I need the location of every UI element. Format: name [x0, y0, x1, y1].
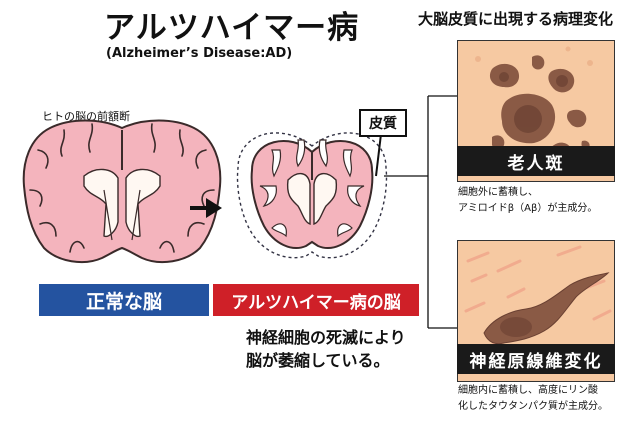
brain-section-caption: ヒトの脳の前額断 [42, 110, 130, 123]
neurofibrillary-tangles-desc-line1: 細胞内に蓄積し、高度にリン酸 [458, 385, 598, 396]
pathology-heading: 大脳皮質に出現する病理変化 [418, 10, 614, 28]
ad-description-line1: 神経細胞の死滅により [246, 328, 406, 347]
cortex-pointer [375, 133, 382, 177]
normal-brain-label: 正常な脳 [39, 284, 209, 316]
senile-plaques-label: 老人斑 [457, 146, 615, 176]
ad-description-line2: 脳が萎縮している。 [246, 351, 390, 370]
senile-plaques-desc-line2: アミロイドβ（Aβ）が主成分。 [458, 203, 598, 214]
senile-plaques-desc-line1: 細胞外に蓄積し、 [458, 187, 538, 198]
normal-brain-illustration [22, 119, 222, 264]
neurofibrillary-tangles-desc-line2: 化したタウタンパク質が主成分。 [458, 401, 608, 412]
arrow-right-icon [190, 198, 222, 218]
page-title: アルツハイマー病 [104, 10, 360, 46]
bracket-connector [384, 95, 457, 329]
ad-description: 神経細胞の死滅により 脳が萎縮している。 [246, 326, 406, 372]
ad-brain-illustration [236, 132, 388, 259]
ad-brain-label: アルツハイマー病の脳 [213, 284, 419, 316]
page-subtitle: (Alzheimer’s Disease:AD) [106, 46, 293, 61]
cortex-tag: 皮質 [359, 109, 407, 137]
neurofibrillary-tangles-label: 神経原線維変化 [457, 344, 615, 374]
